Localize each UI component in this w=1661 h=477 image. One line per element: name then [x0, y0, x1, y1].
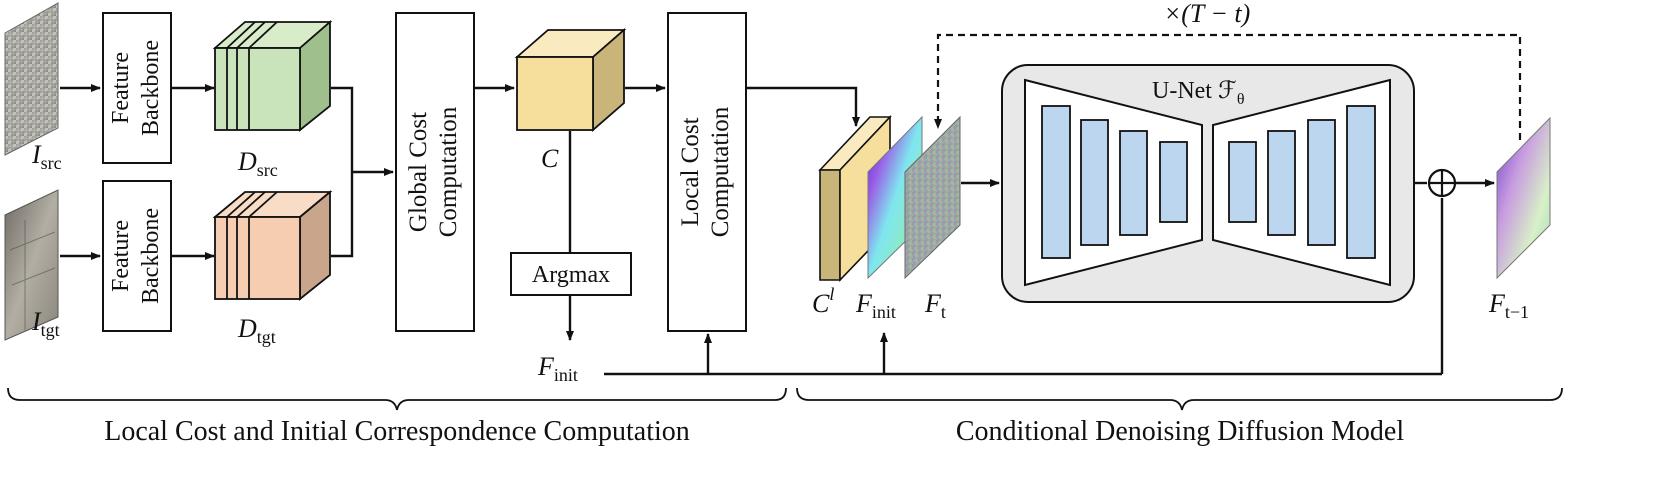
merge-connector: [331, 86, 354, 258]
argmax-box: Argmax: [510, 252, 632, 296]
unet-panel: [1001, 64, 1415, 303]
sum-operator-icon: [1427, 168, 1457, 198]
d-tgt-label: Dtgt: [237, 314, 276, 347]
svg-text:Feature: Feature: [108, 52, 134, 124]
d-tgt-feature-volume: [212, 190, 333, 301]
svg-text:Feature: Feature: [108, 220, 134, 292]
i-src-label: Isrc: [31, 140, 62, 173]
f-out-label: Ft−1: [1488, 289, 1529, 322]
iteration-loop-arrow: [934, 33, 1522, 140]
svg-text:Global Cost: Global Cost: [405, 112, 432, 232]
source-image: [4, 2, 59, 156]
section-left-title: Local Cost and Initial Correspondence Co…: [104, 416, 690, 447]
f-t-noise-map: [904, 115, 961, 280]
c-l-label: Cl: [812, 284, 834, 318]
local-cost-computation: Local Cost Computation: [667, 12, 747, 332]
global-cost-computation: Global Cost Computation: [395, 12, 475, 332]
brace-right: [796, 387, 1563, 411]
svg-text:Computation: Computation: [435, 106, 462, 237]
svg-text:Backbone: Backbone: [138, 40, 164, 136]
svg-text:Backbone: Backbone: [138, 208, 164, 304]
i-tgt-label: Itgt: [31, 307, 60, 340]
cost-c-label: C: [541, 144, 559, 173]
svg-text:Local Cost: Local Cost: [677, 117, 704, 226]
arrow-local-to-cl: [747, 86, 860, 127]
target-image: [4, 189, 59, 341]
feature-backbone-src: Feature Backbone: [102, 12, 172, 164]
f-init-stack-label: Finit: [855, 289, 896, 322]
f-t-minus-1-flow-map: [1496, 116, 1551, 280]
f-init-label: Finit: [537, 352, 578, 385]
loop-count-label: ×(T − t): [1164, 0, 1251, 28]
cost-volume-c: [514, 28, 627, 132]
brace-left: [7, 387, 787, 411]
unet-title: U-Net ℱθ: [1152, 78, 1245, 108]
section-right-title: Conditional Denoising Diffusion Model: [956, 416, 1404, 447]
d-src-feature-volume: [212, 20, 333, 132]
feature-backbone-tgt: Feature Backbone: [102, 180, 172, 332]
d-src-label: Dsrc: [237, 147, 278, 180]
svg-text:Computation: Computation: [707, 106, 734, 237]
svg-text:Argmax: Argmax: [532, 262, 610, 288]
f-t-label: Ft: [924, 289, 946, 322]
